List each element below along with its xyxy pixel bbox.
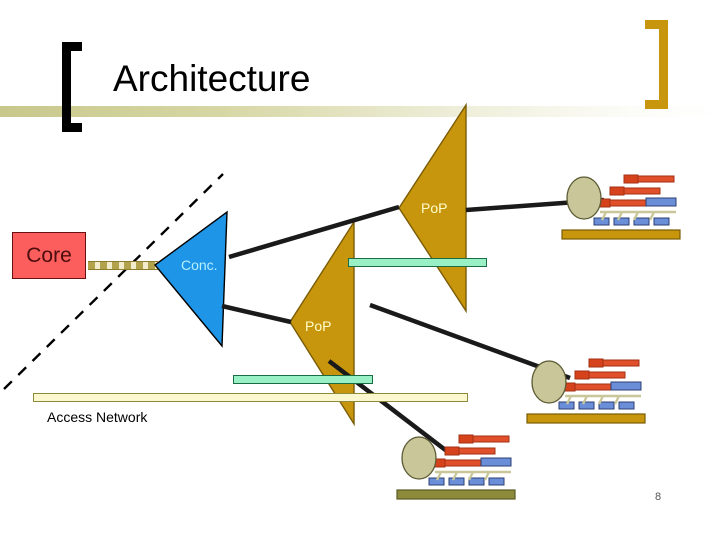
link-concentrator-to-pop-upper [228, 204, 400, 260]
cable-strip-icon [560, 358, 642, 392]
workstation-top[interactable] [558, 168, 683, 246]
pop-lower-node-label: PoP [305, 318, 332, 334]
monitor-icon [401, 436, 437, 480]
access-network-bar [33, 393, 468, 402]
keyboard-keys-icon [593, 217, 670, 226]
monitor-icon [566, 176, 602, 220]
link-pop-lower-to-workstation-mid [369, 302, 571, 381]
page-number: 8 [655, 491, 662, 503]
core-node-label: Core [26, 243, 72, 267]
segment-bar-upper [348, 258, 487, 267]
monitor-icon [531, 360, 567, 404]
rack-shelf-icon [600, 210, 676, 221]
segment-bar-lower [233, 375, 373, 384]
desk-surface-icon [396, 489, 516, 500]
keyboard-keys-icon [558, 401, 635, 410]
workstation-middle[interactable] [523, 352, 648, 430]
pop-lower-triangle[interactable] [289, 219, 355, 427]
core-node[interactable]: Core [12, 232, 86, 279]
page-title: Architecture [113, 58, 311, 99]
rack-shelf-icon [435, 470, 511, 481]
rack-shelf-icon [565, 394, 641, 405]
keyboard-keys-icon [428, 477, 505, 486]
title-rule [0, 106, 720, 117]
core-to-concentrator-link [88, 261, 158, 270]
concentrator-triangle[interactable] [153, 210, 228, 348]
workstation-bottom[interactable] [393, 428, 518, 506]
cable-strip-icon [595, 174, 677, 208]
access-network-label: Access Network [47, 409, 148, 425]
concentrator-node-label: Conc. [181, 257, 218, 273]
bracket-right-decoration [645, 20, 668, 109]
desk-surface-icon [526, 413, 646, 424]
link-concentrator-to-pop-lower [221, 303, 292, 325]
pop-upper-node-label: PoP [421, 200, 448, 216]
bracket-left-decoration [62, 42, 82, 132]
desk-surface-icon [561, 229, 681, 240]
cable-strip-icon [430, 434, 512, 468]
